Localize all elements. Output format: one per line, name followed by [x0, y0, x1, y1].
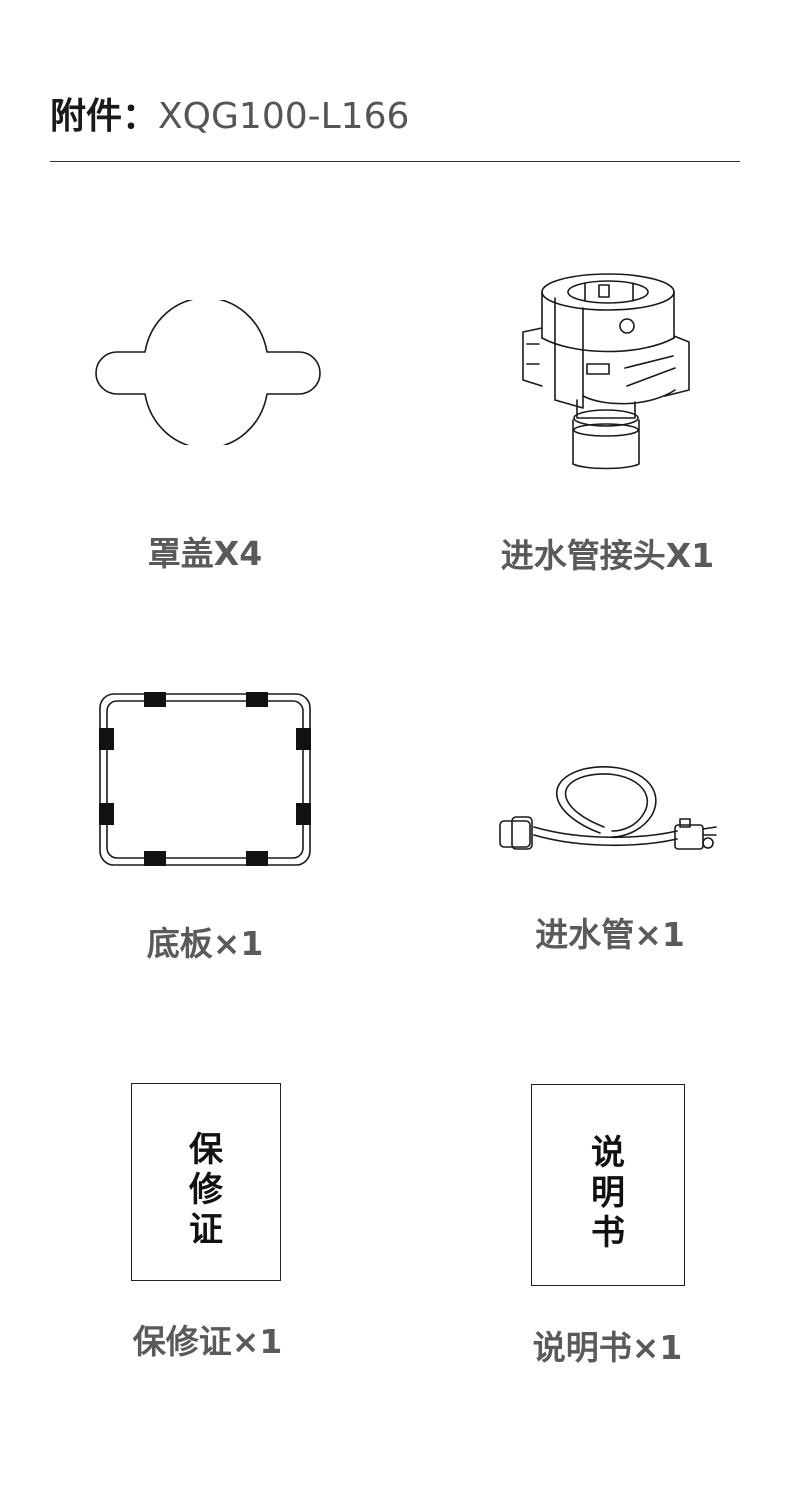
manual-booklet-icon: 说 明 书 — [531, 1084, 685, 1286]
manual-booklet-char: 明 — [591, 1173, 625, 1213]
base-plate-icon — [99, 692, 311, 866]
cap-cover-icon — [95, 300, 321, 445]
base-plate-caption: 底板×1 — [146, 924, 264, 963]
warranty-card-icon: 保 修 证 — [131, 1083, 281, 1281]
page-title: 附件：XQG100-L166 — [50, 92, 409, 142]
manual-booklet-char: 说 — [591, 1133, 625, 1173]
manual-booklet-caption: 说明书×1 — [532, 1328, 683, 1367]
cap-cover-caption: 罩盖X4 — [147, 534, 263, 573]
warranty-card-char: 证 — [189, 1210, 223, 1250]
header-divider — [50, 161, 740, 162]
warranty-card-caption: 保修证×1 — [132, 1322, 283, 1361]
warranty-card-char: 保 — [189, 1130, 223, 1170]
inlet-hose-caption: 进水管×1 — [535, 915, 685, 954]
inlet-connector-icon — [522, 273, 690, 470]
title-label: 附件： — [50, 96, 159, 137]
warranty-card-char: 修 — [189, 1170, 223, 1210]
model-number: XQG100-L166 — [158, 96, 410, 137]
inlet-hose-icon — [499, 766, 717, 850]
manual-booklet-char: 书 — [591, 1213, 625, 1253]
inlet-connector-caption: 进水管接头X1 — [500, 536, 715, 575]
